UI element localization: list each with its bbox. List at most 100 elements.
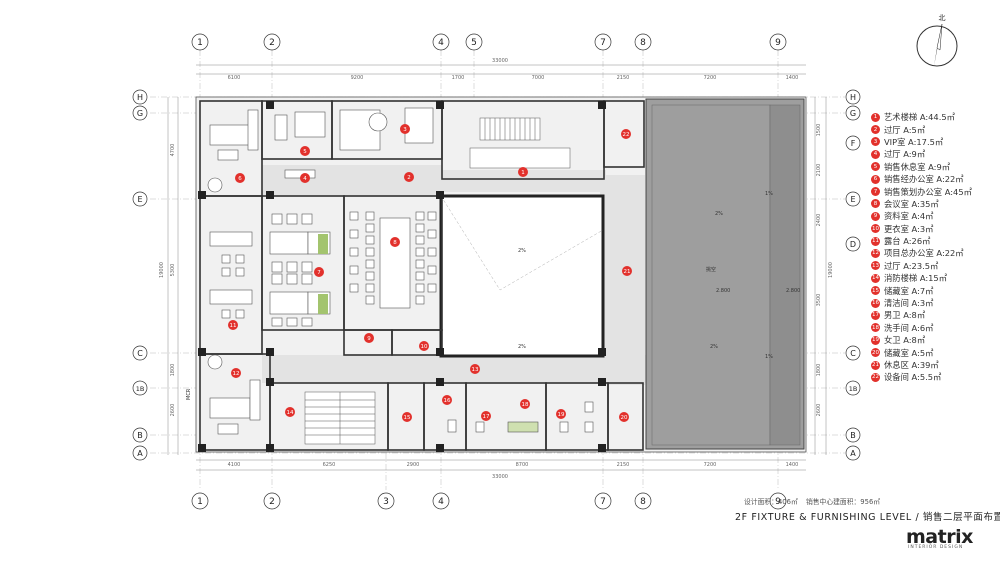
- slope-label: 2%: [710, 344, 718, 350]
- grid-label-top: 9: [775, 38, 781, 48]
- grid-label-top: 4: [438, 38, 444, 48]
- brand-subtitle: INTERIOR DESIGN: [908, 545, 964, 550]
- svg-text:6: 6: [238, 176, 242, 182]
- grid-label-right: F: [851, 139, 856, 148]
- grid-label-bottom: 7: [600, 497, 606, 507]
- grid-label-left: A: [137, 449, 143, 458]
- elevation-label: 2.800: [716, 288, 730, 294]
- svg-text:18: 18: [522, 402, 529, 408]
- grid-label-left: H: [137, 93, 143, 102]
- grid-bubbles-right: [845, 89, 861, 461]
- legend-number-badge: 17: [871, 310, 880, 320]
- legend-item: 17 男卫 A:8㎡: [871, 309, 996, 321]
- legend-text: 更衣室 A:3㎡: [884, 223, 934, 234]
- void-label: 挑空: [706, 266, 716, 273]
- legend-text: 休息区 A:39㎡: [884, 360, 939, 370]
- grid-bubbles-top: [191, 33, 787, 51]
- mcr-label: MCR: [186, 388, 192, 400]
- legend-text: 过厅 A:9㎡: [884, 149, 926, 160]
- legend-text: 男卫 A:8㎡: [884, 310, 926, 321]
- legend-number-badge: 16: [871, 298, 880, 308]
- legend-text: 设备间 A:5.5㎡: [884, 372, 942, 383]
- grid-label-left: C: [137, 349, 143, 358]
- legend-number-badge: 10: [871, 224, 880, 234]
- legend-text: VIP室 A:17.5㎡: [884, 136, 944, 147]
- dim-left: 1800: [170, 364, 176, 377]
- slope-label: 2%: [715, 211, 723, 217]
- legend-number-badge: 9: [871, 211, 880, 221]
- plants: [318, 234, 328, 314]
- legend-number-badge: 15: [871, 286, 880, 296]
- legend-number-badge: 6: [871, 174, 880, 184]
- design-area: 设计面积：406㎡: [744, 498, 798, 506]
- grid-label-bottom: 8: [640, 497, 646, 507]
- legend-item: 5 销售休息室 A:9㎡: [871, 161, 996, 173]
- dim-right: 2600: [816, 404, 822, 417]
- legend-item: 3 VIP室 A:17.5㎡: [871, 136, 996, 148]
- dim-right: 1800: [816, 364, 822, 377]
- dim-bottom: 1400: [786, 462, 799, 468]
- dim-left: 5300: [170, 264, 176, 277]
- legend-number-badge: 21: [871, 360, 880, 370]
- center-area: 销售中心建面积：956㎡: [805, 498, 881, 506]
- stairs: [304, 117, 571, 445]
- legend-number-badge: 5: [871, 162, 880, 172]
- grid-label-left: B: [137, 431, 143, 440]
- svg-text:2: 2: [407, 175, 411, 181]
- grid-bubbles-bottom: [191, 492, 787, 510]
- legend-item: 15 储藏室 A:7㎡: [871, 284, 996, 296]
- walls: [199, 100, 645, 451]
- legend-text: 资料室 A:4㎡: [884, 211, 934, 222]
- grid-label-bottom: 4: [438, 497, 444, 507]
- room-markers: 1 2 3 4 5 6 7 8 9 10 11 12 13 14 15 16 1…: [228, 124, 632, 422]
- legend-item: 9 资料室 A:4㎡: [871, 210, 996, 222]
- svg-text:21: 21: [624, 269, 631, 275]
- grid-label-bottom: 2: [269, 497, 275, 507]
- dim-bottom: 2900: [407, 462, 420, 468]
- svg-text:11: 11: [230, 323, 237, 329]
- dim-left: 2600: [170, 404, 176, 417]
- grid-label-top: 2: [269, 38, 275, 48]
- grid-label-top: 7: [600, 38, 606, 48]
- dim-total-right: 19000: [828, 262, 834, 278]
- dim-right: 2400: [816, 214, 822, 227]
- legend-number-badge: 12: [871, 248, 880, 258]
- grid-bubbles-left: [132, 89, 148, 461]
- slope-label: 1%: [765, 354, 773, 360]
- dim-top: 1700: [452, 75, 465, 81]
- grid-label-bottom: 3: [383, 497, 389, 507]
- dim-total-bottom: 33000: [492, 474, 508, 480]
- legend-number-badge: 1: [871, 112, 880, 122]
- legend-number-badge: 13: [871, 261, 880, 271]
- grid-label-right: D: [850, 240, 856, 249]
- dim-left: 4700: [170, 144, 176, 157]
- dim-right: 3500: [816, 294, 822, 307]
- atrium-void: [439, 194, 605, 358]
- slope-label: 2%: [518, 344, 526, 350]
- svg-text:13: 13: [472, 367, 479, 373]
- legend-text: 女卫 A:8㎡: [884, 335, 926, 346]
- legend-text: 销售休息室 A:9㎡: [884, 161, 951, 172]
- dimension-lines: [167, 64, 827, 471]
- elevation-label: 2.800: [786, 288, 800, 294]
- legend-text: 露台 A:26㎡: [884, 236, 931, 247]
- legend-text: 储藏室 A:7㎡: [884, 285, 934, 296]
- dim-top: 7000: [532, 75, 545, 81]
- legend-number-badge: 22: [871, 372, 880, 382]
- svg-text:14: 14: [287, 410, 294, 416]
- svg-text:10: 10: [421, 344, 428, 350]
- legend-number-badge: 3: [871, 137, 880, 147]
- dim-bottom: 4100: [228, 462, 241, 468]
